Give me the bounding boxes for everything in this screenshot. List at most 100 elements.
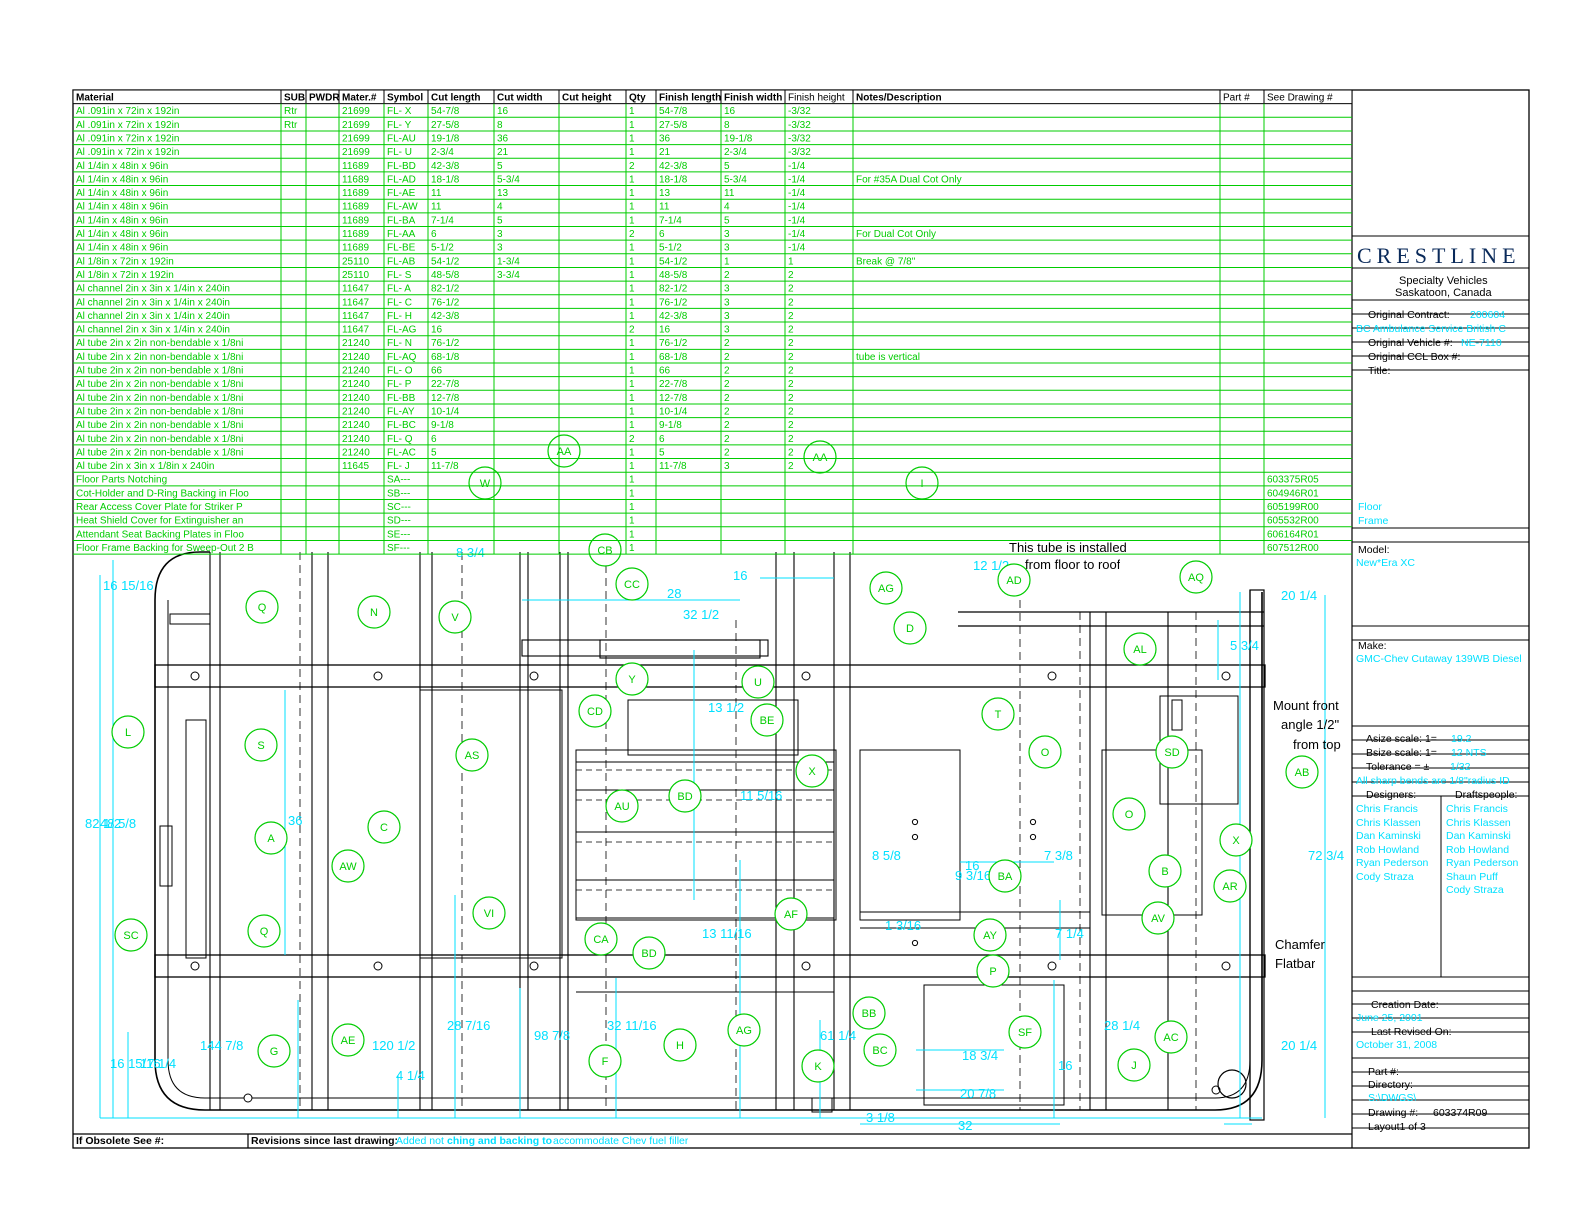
bom-cell: 5 bbox=[724, 161, 730, 172]
bom-cell: Al tube 2in x 2in non-bendable x 1/8ni bbox=[76, 366, 243, 377]
dimension-text: 16 bbox=[1058, 1058, 1072, 1073]
bom-cell: 3 bbox=[724, 311, 730, 322]
bom-cell: -1/4 bbox=[788, 229, 806, 240]
bom-cell: 10-1/4 bbox=[431, 406, 460, 417]
bom-cell: 66 bbox=[659, 366, 671, 377]
dimension-text: 36 bbox=[288, 813, 302, 828]
dimension-text: 28 bbox=[667, 586, 681, 601]
bom-header-9: Finish length bbox=[659, 93, 721, 104]
bom-cell: 4 bbox=[724, 202, 730, 213]
bom-cell: 82-1/2 bbox=[659, 284, 688, 295]
bom-cell: 2 bbox=[788, 325, 794, 336]
bom-cell: 5-3/4 bbox=[724, 174, 747, 185]
bom-cell: 1 bbox=[629, 502, 635, 513]
bom-cell: -1/4 bbox=[788, 174, 806, 185]
dimension-text: 9 3/16 bbox=[955, 868, 991, 883]
bom-cell: 1 bbox=[629, 406, 635, 417]
asize-label: Asize scale: 1= bbox=[1366, 733, 1437, 745]
bom-cell: 604946R01 bbox=[1267, 488, 1319, 499]
bom-cell: FL- Y bbox=[387, 120, 412, 131]
designers-label: Designers: bbox=[1366, 789, 1417, 801]
bom-cell: 2-3/4 bbox=[431, 147, 454, 158]
bom-cell: 8 bbox=[497, 120, 503, 131]
bom-cell: 1-3/4 bbox=[497, 256, 520, 267]
callout-label: Q bbox=[260, 926, 269, 938]
callout-label: AC bbox=[1163, 1032, 1178, 1044]
callout-label: N bbox=[370, 607, 378, 619]
bom-cell: 1 bbox=[629, 529, 635, 540]
callout-balloon bbox=[1285, 755, 1319, 789]
bom-cell: -1/4 bbox=[788, 215, 806, 226]
bom-cell: 7-1/4 bbox=[659, 215, 682, 226]
dimension-text: 13 11/16 bbox=[702, 926, 752, 941]
bom-cell: Al tube 2in x 2in non-bendable x 1/8ni bbox=[76, 434, 243, 445]
callout-label: A bbox=[267, 833, 275, 845]
bom-cell: 1 bbox=[629, 174, 635, 185]
bom-cell: 21240 bbox=[342, 366, 370, 377]
right-side-angle bbox=[1249, 589, 1265, 1121]
callout-label: AU bbox=[614, 801, 629, 813]
bom-cell: 1 bbox=[629, 352, 635, 363]
bom-cell: 5-1/2 bbox=[431, 243, 454, 254]
bom-cell: FL-AB bbox=[387, 256, 416, 267]
dimension-text: 5 3/4 bbox=[1230, 638, 1259, 653]
bom-cell: 1 bbox=[629, 215, 635, 226]
access-cover-tab bbox=[1171, 699, 1183, 731]
bom-cell: 1 bbox=[629, 284, 635, 295]
bom-cell: Al tube 2in x 2in non-bendable x 1/8ni bbox=[76, 352, 243, 363]
bom-cell: 54-7/8 bbox=[431, 106, 460, 117]
bom-header-4: Symbol bbox=[387, 93, 423, 104]
dimension-text: 7 1/4 bbox=[1055, 926, 1084, 941]
bom-cell: FL-AD bbox=[387, 174, 416, 185]
bom-cell: 76-1/2 bbox=[659, 297, 688, 308]
callout-label: H bbox=[676, 1040, 684, 1052]
callout-balloon bbox=[367, 810, 401, 844]
bom-cell: 1 bbox=[629, 366, 635, 377]
bom-cell: 21699 bbox=[342, 120, 370, 131]
mount-note-line-2: angle 1/2" bbox=[1281, 717, 1340, 732]
callout-label: C bbox=[380, 822, 388, 834]
bom-cell: Al .091in x 72in x 192in bbox=[76, 147, 179, 158]
bom-cell: 1 bbox=[629, 256, 635, 267]
bom-cell: For Dual Cot Only bbox=[856, 229, 936, 240]
bom-cell: 11-7/8 bbox=[659, 461, 687, 472]
callout-balloon bbox=[615, 662, 649, 696]
creation-date-label: Creation Date: bbox=[1371, 999, 1439, 1011]
callout-balloon bbox=[1008, 1015, 1042, 1049]
callout-label: AE bbox=[341, 1035, 356, 1047]
bom-cell: 1 bbox=[629, 311, 635, 322]
callout-balloon bbox=[852, 996, 886, 1030]
bom-cell: 606164R01 bbox=[1267, 529, 1319, 540]
callout-label: AA bbox=[557, 446, 572, 458]
callout-balloon bbox=[863, 1033, 897, 1067]
chamfer-note-line-1: Chamfer bbox=[1275, 937, 1325, 952]
callout-label: Y bbox=[628, 674, 636, 686]
callout-label: CC bbox=[624, 579, 640, 591]
callout-label: BA bbox=[998, 871, 1013, 883]
bom-header-0: Material bbox=[76, 93, 114, 104]
draftsperson-name: Ryan Pederson bbox=[1446, 857, 1519, 869]
dimension-text: 18 3/4 bbox=[962, 1048, 998, 1063]
bom-cell: SC--- bbox=[387, 502, 411, 513]
bolt-hole bbox=[529, 671, 539, 681]
bom-cell: Al 1/4in x 48in x 96in bbox=[76, 243, 168, 254]
bom-cell: 19-1/8 bbox=[431, 133, 460, 144]
bom-cell: 82-1/2 bbox=[431, 284, 460, 295]
callout-label: AG bbox=[878, 583, 894, 595]
bom-cell: 16 bbox=[431, 325, 443, 336]
bom-cell: 3 bbox=[724, 243, 730, 254]
bom-cell: FL-AC bbox=[387, 447, 416, 458]
bom-cell: 1 bbox=[629, 147, 635, 158]
bom-cell: 5 bbox=[659, 447, 665, 458]
bom-cell: 11647 bbox=[342, 325, 370, 336]
callout-label: AL bbox=[1133, 644, 1146, 656]
bom-cell: 1 bbox=[788, 256, 794, 267]
callout-label: P bbox=[989, 966, 996, 978]
bottom-cross-rail bbox=[154, 954, 1266, 978]
bolt-hole-small bbox=[1029, 833, 1037, 841]
callout-balloon bbox=[588, 1044, 622, 1078]
bom-cell: 27-5/8 bbox=[659, 120, 688, 131]
crestline-logo: CRESTLINE bbox=[1357, 243, 1521, 268]
bom-cell: 48-5/8 bbox=[431, 270, 460, 281]
callout-balloon bbox=[1028, 735, 1062, 769]
